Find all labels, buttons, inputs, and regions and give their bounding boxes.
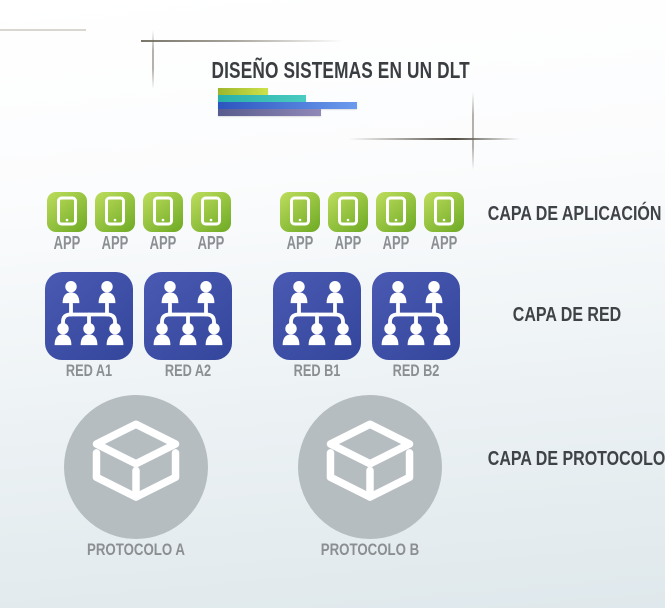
title-bar-blue [218,102,357,109]
protocol-label: PROTOCOLO A [87,540,185,559]
crop-mark-horizontal-top-left [141,40,343,43]
app-label: APP [334,233,362,253]
title-bar-purple [218,109,321,116]
app-label: APP [382,233,410,253]
faint-top-line [0,29,86,31]
app-tile [328,192,368,232]
app-label: APP [430,233,458,253]
network-label: RED B1 [293,361,341,380]
tablet-icon [143,192,183,232]
app-tile [424,192,464,232]
layer-label-network: CAPA DE RED [512,304,622,326]
app-tile [280,192,320,232]
app-label: APP [101,233,129,253]
app-tile [376,192,416,232]
app-label: APP [197,233,225,253]
cube-icon [84,418,188,522]
tablet-icon [424,192,464,232]
tablet-icon [191,192,231,232]
tablet-icon [328,192,368,232]
crop-mark-vertical-right [472,92,474,170]
app-tile [143,192,183,232]
protocol-node [64,395,208,539]
crop-mark-horizontal-right [348,137,520,140]
layer-label-application: CAPA DE APLICACIÓN [487,203,662,225]
title-bar-teal [218,95,306,102]
network-node [144,272,232,360]
org-chart-icon [273,272,361,360]
title-bar-green [218,88,268,95]
protocol-node [298,395,442,539]
tablet-icon [280,192,320,232]
app-tile [95,192,135,232]
tablet-icon [376,192,416,232]
network-node [372,272,460,360]
app-label: APP [149,233,177,253]
network-label: RED A1 [65,361,113,380]
network-node [45,272,133,360]
tablet-icon [47,192,87,232]
app-label: APP [286,233,314,253]
org-chart-icon [45,272,133,360]
app-tile [191,192,231,232]
app-tile [47,192,87,232]
org-chart-icon [372,272,460,360]
layer-label-protocol: CAPA DE PROTOCOLO [487,448,665,470]
crop-mark-vertical-top-left [152,30,154,89]
network-node [273,272,361,360]
protocol-label: PROTOCOLO B [320,540,420,559]
network-label: RED B2 [392,361,440,380]
org-chart-icon [144,272,232,360]
cube-icon [318,418,422,522]
app-label: APP [53,233,81,253]
page-title: DISEÑO SISTEMAS EN UN DLT [211,57,470,83]
network-label: RED A2 [164,361,212,380]
tablet-icon [95,192,135,232]
